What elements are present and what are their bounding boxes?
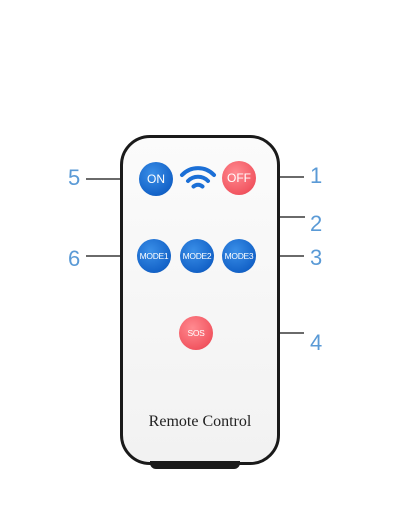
- mode2-button[interactable]: MODE2: [180, 239, 214, 273]
- callout-number-3: 3: [310, 245, 323, 270]
- callout-number-1: 1: [310, 163, 323, 188]
- on-button[interactable]: ON: [139, 162, 173, 196]
- on-button-label: ON: [147, 172, 165, 186]
- off-button[interactable]: OFF: [222, 161, 256, 195]
- callout-number-4: 4: [310, 330, 323, 355]
- sos-button[interactable]: SOS: [179, 316, 213, 350]
- remote-battery-tab: [150, 461, 240, 469]
- wifi-signal-icon: [180, 166, 216, 189]
- mode1-button-label: MODE1: [139, 251, 169, 261]
- mode3-button-label: MODE3: [224, 251, 254, 261]
- callout-number-2: 2: [310, 211, 323, 236]
- off-button-label: OFF: [227, 171, 251, 185]
- callout-number-5: 5: [68, 165, 81, 190]
- mode2-button-label: MODE2: [182, 251, 212, 261]
- sos-button-label: SOS: [187, 328, 205, 338]
- callout-number-6: 6: [68, 246, 81, 271]
- mode3-button[interactable]: MODE3: [222, 239, 256, 273]
- mode1-button[interactable]: MODE1: [137, 239, 171, 273]
- remote-brand-label: Remote Control: [148, 413, 252, 430]
